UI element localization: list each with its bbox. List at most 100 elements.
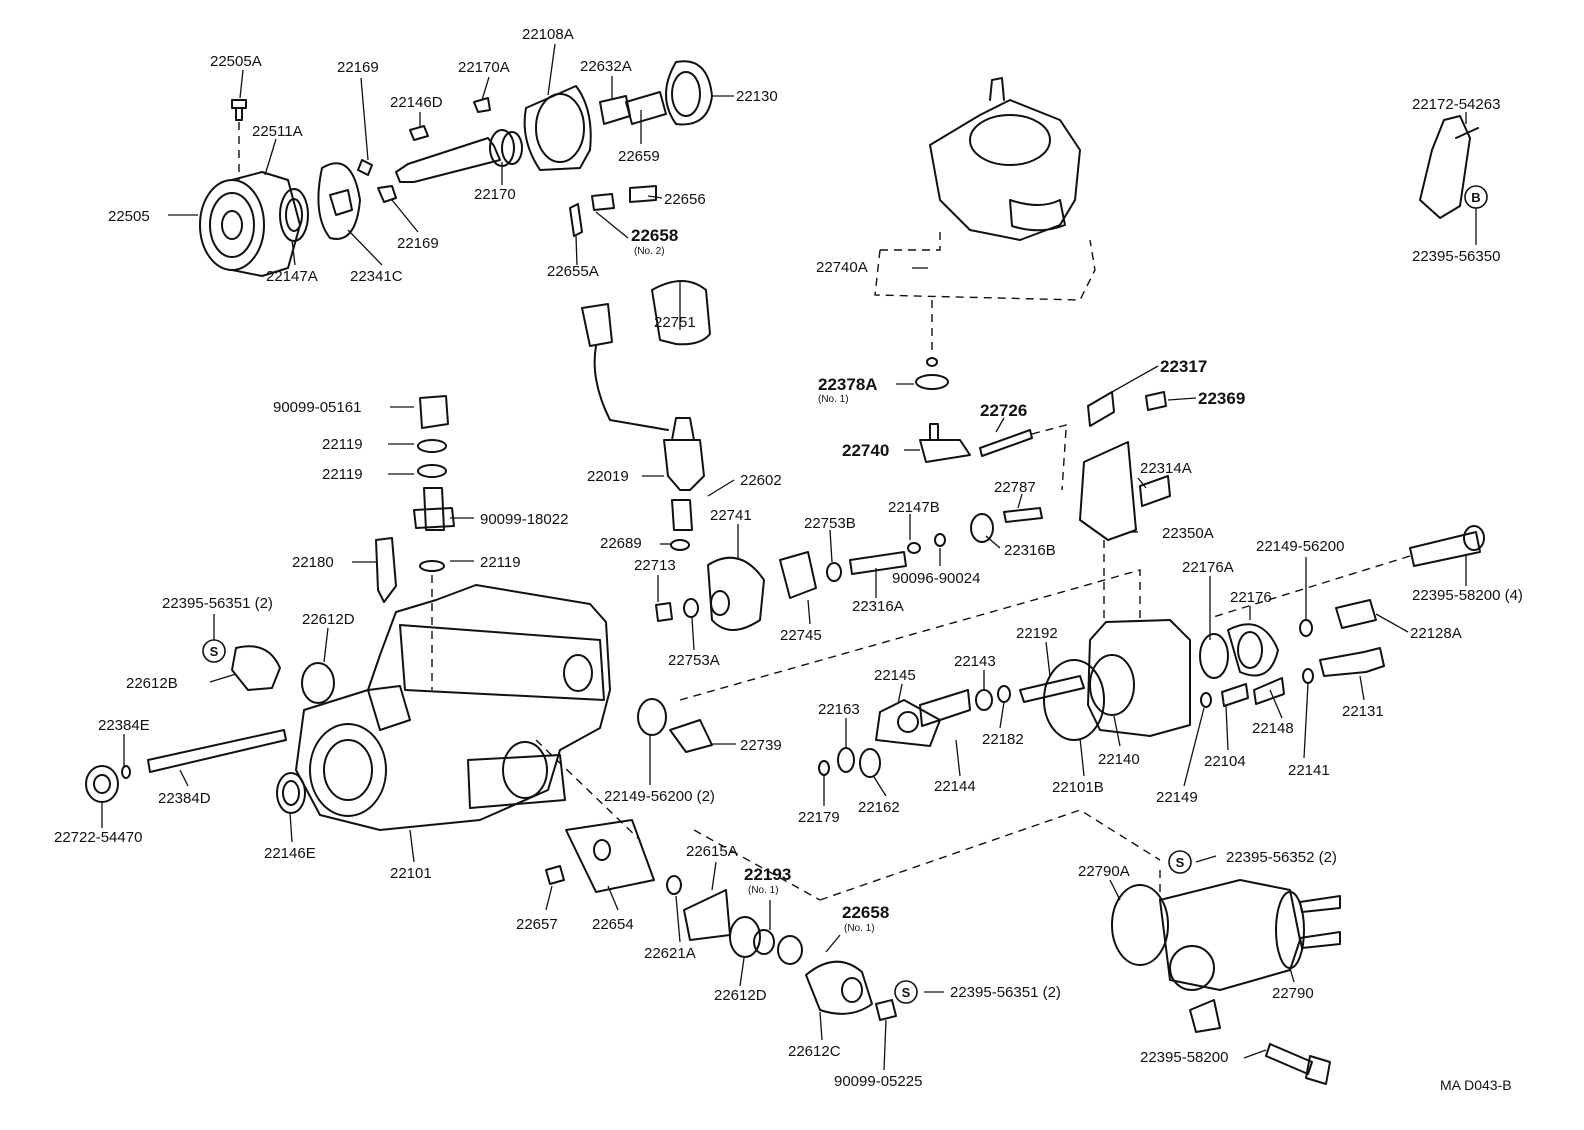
part-label: 22119 (322, 466, 363, 483)
part-label: 22741 (710, 507, 752, 524)
part-label: 22615A (686, 843, 738, 860)
part-label: 22176A (1182, 559, 1234, 576)
part-label: 22790A (1078, 863, 1130, 880)
part-label: 22753A (668, 652, 720, 669)
part-label: 22602 (740, 472, 782, 489)
part-label: 22163 (818, 701, 860, 718)
pump-housing-phantom (874, 77, 1096, 352)
part-label: 22131 (1342, 703, 1384, 720)
part-label: 22740 (842, 441, 889, 460)
distributive-head (1019, 525, 1485, 741)
part-label: 22511A (252, 123, 303, 140)
part-drawings (85, 60, 1485, 1085)
part-label: 22104 (1204, 753, 1246, 770)
part-label: 22689 (600, 535, 642, 552)
part-label: 22505A (210, 53, 262, 70)
label-with-note: 22193 (No. 1) (744, 865, 791, 896)
svg-text:S: S (210, 644, 219, 659)
part-label: 22656 (664, 191, 706, 208)
pump-body (276, 584, 611, 831)
fuel-cut-solenoid (581, 280, 711, 551)
symbol-s-left: S (202, 639, 226, 663)
part-label: 22621A (644, 945, 696, 962)
part-label: 22751 (654, 314, 696, 331)
svg-text:22658: 22658 (842, 903, 889, 922)
svg-text:22378A: 22378A (818, 375, 878, 394)
part-label: 22395-56351 (2) (162, 595, 273, 612)
svg-text:(No. 1): (No. 1) (748, 885, 779, 896)
part-label: 22182 (982, 731, 1024, 748)
part-label: 22144 (934, 778, 976, 795)
timer-parts (545, 698, 897, 1021)
part-label: 22753B (804, 515, 856, 532)
part-label: 22316A (852, 598, 904, 615)
part-label: 90099-18022 (480, 511, 568, 528)
svg-text:(No. 1): (No. 1) (818, 394, 849, 405)
svg-text:(No. 1): (No. 1) (844, 923, 875, 934)
svg-text:22658: 22658 (631, 226, 678, 245)
part-label: 22019 (587, 468, 629, 485)
part-label: 22395-56351 (2) (950, 984, 1061, 1001)
part-label: 22659 (618, 148, 660, 165)
part-label: 22395-56350 (1412, 248, 1500, 265)
part-label: 22787 (994, 479, 1036, 496)
regulating-valve (375, 395, 455, 690)
part-label: 22790 (1272, 985, 1314, 1002)
part-label: 22655A (547, 263, 599, 280)
part-label: 22739 (740, 737, 782, 754)
part-label: 22369 (1198, 389, 1245, 408)
part-label: 22505 (108, 208, 150, 225)
part-label: 22149 (1156, 789, 1198, 806)
part-label: 90099-05225 (834, 1073, 922, 1090)
part-label: 22147B (888, 499, 940, 516)
label-with-note: 22658 (No. 2) (631, 226, 678, 257)
part-label: 22140 (1098, 751, 1140, 768)
part-label: 22169 (337, 59, 379, 76)
part-label: 22726 (980, 401, 1027, 420)
part-label: 22384E (98, 717, 150, 734)
part-label: 22147A (266, 268, 318, 285)
part-label: 90099-05161 (273, 399, 361, 416)
circled-symbols: B S S S (202, 185, 1488, 1004)
part-label: 22192 (1016, 625, 1058, 642)
part-label: 22180 (292, 554, 334, 571)
part-label: 22169 (397, 235, 439, 252)
roller-ring (523, 60, 713, 237)
part-label: 22654 (592, 916, 634, 933)
part-label: 22130 (736, 88, 778, 105)
part-label: 22722-54470 (54, 829, 142, 846)
part-label: 22146D (390, 94, 443, 111)
part-label: 22740A (816, 259, 868, 276)
assembly-lines (535, 429, 1161, 901)
part-label: 22172-54263 (1412, 96, 1500, 113)
label-with-note: 22658 (No. 1) (842, 903, 889, 934)
part-label: 22612D (302, 611, 355, 628)
part-label: 22119 (480, 554, 521, 571)
part-label: 22314A (1140, 460, 1192, 477)
symbol-b: B (1464, 185, 1488, 209)
part-label: 22317 (1160, 357, 1207, 376)
part-label: 22350A (1162, 525, 1214, 542)
part-label: 22146E (264, 845, 316, 862)
part-label: 22170 (474, 186, 516, 203)
svg-text:S: S (902, 985, 911, 1000)
part-label: 22395-58200 (4) (1412, 587, 1523, 604)
part-label: 22141 (1288, 762, 1330, 779)
part-label: 22162 (858, 799, 900, 816)
part-label: 22713 (634, 557, 676, 574)
part-label: 22143 (954, 653, 996, 670)
part-label: 22148 (1252, 720, 1294, 737)
part-label: 22128A (1410, 625, 1462, 642)
symbol-s-right: S (1168, 850, 1192, 874)
part-label: 22176 (1230, 589, 1272, 606)
svg-text:22193: 22193 (744, 865, 791, 884)
symbol-s-bottom: S (894, 980, 918, 1004)
part-label: 90096-90024 (892, 570, 980, 587)
label-with-note: 22378A (No. 1) (818, 375, 878, 405)
pulley-assembly (199, 99, 397, 277)
solenoid-valve-lower-right (1111, 115, 1479, 1085)
part-label: 22149-56200 (2) (604, 788, 715, 805)
part-label: 22395-58200 (1140, 1049, 1228, 1066)
part-label: 22384D (158, 790, 211, 807)
